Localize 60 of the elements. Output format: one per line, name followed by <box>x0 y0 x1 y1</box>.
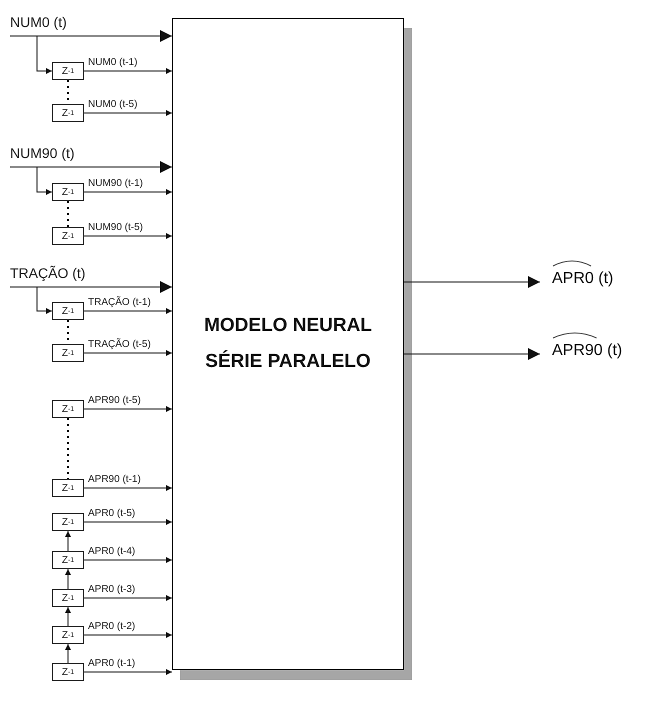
arrow <box>404 276 540 288</box>
delay-block: Z$^{-1}$ <box>52 663 84 681</box>
signal-label: TRAÇÃO (t) <box>10 265 86 281</box>
delay-block: Z$^{-1}$ <box>52 302 84 320</box>
signal-label: APR0 (t-4) <box>88 546 136 557</box>
arrow <box>36 166 52 195</box>
arrow <box>84 557 172 563</box>
arrow <box>36 286 52 314</box>
signal-label: APR0 (t-5) <box>88 508 136 519</box>
signal-label: TRAÇÃO (t-1) <box>88 297 151 308</box>
arrow <box>84 595 172 601</box>
signal-label: APR0 (t-3) <box>88 584 136 595</box>
arrow <box>84 110 172 116</box>
signal-label: NUM90 (t) <box>10 145 75 161</box>
arrow <box>10 161 172 173</box>
signal-label: APR0 (t-2) <box>88 621 136 632</box>
delay-block: Z$^{-1}$ <box>52 104 84 122</box>
arrow <box>84 632 172 638</box>
arrow <box>84 308 172 314</box>
arrow <box>84 406 172 412</box>
arrow <box>36 36 52 74</box>
delay-block: Z$^{-1}$ <box>52 513 84 531</box>
arrow <box>84 68 172 74</box>
signal-label: NUM0 (t) <box>10 14 67 30</box>
arrow <box>65 568 71 590</box>
arrow <box>65 530 71 552</box>
delay-block: Z$^{-1}$ <box>52 344 84 362</box>
arrow <box>404 348 540 360</box>
signal-label: APR0 (t-1) <box>88 658 136 669</box>
delay-block: Z$^{-1}$ <box>52 227 84 245</box>
arrow <box>65 606 71 626</box>
signal-label: APR90 (t-5) <box>88 395 141 406</box>
delay-block: Z$^{-1}$ <box>52 589 84 607</box>
signal-label: NUM90 (t-5) <box>88 222 144 233</box>
signal-label: TRAÇÃO (t-5) <box>88 339 151 350</box>
arrow <box>84 485 172 491</box>
signal-label: APR90 (t-1) <box>88 474 141 485</box>
arrow <box>84 669 172 675</box>
delay-block: Z$^{-1}$ <box>52 479 84 497</box>
output-label: APR0 (t) <box>552 270 614 288</box>
arrow <box>10 30 172 42</box>
delay-block: Z$^{-1}$ <box>52 400 84 418</box>
arrow <box>84 350 172 356</box>
block-title: MODELO NEURAL SÉRIE PARALELO <box>203 314 373 374</box>
dotted-line <box>67 418 69 479</box>
signal-label: NUM0 (t-5) <box>88 99 138 110</box>
arrow <box>10 281 172 293</box>
signal-label: NUM0 (t-1) <box>88 57 138 68</box>
arrow <box>84 519 172 525</box>
node-box <box>172 18 404 670</box>
arrow <box>84 233 172 239</box>
arrow <box>65 644 71 664</box>
delay-block: Z$^{-1}$ <box>52 551 84 569</box>
delay-block: Z$^{-1}$ <box>52 626 84 644</box>
delay-block: Z$^{-1}$ <box>52 62 84 80</box>
signal-label: NUM90 (t-1) <box>88 178 144 189</box>
delay-block: Z$^{-1}$ <box>52 183 84 201</box>
dotted-line <box>67 201 69 227</box>
arrow <box>84 189 172 195</box>
output-label: APR90 (t) <box>552 342 622 360</box>
